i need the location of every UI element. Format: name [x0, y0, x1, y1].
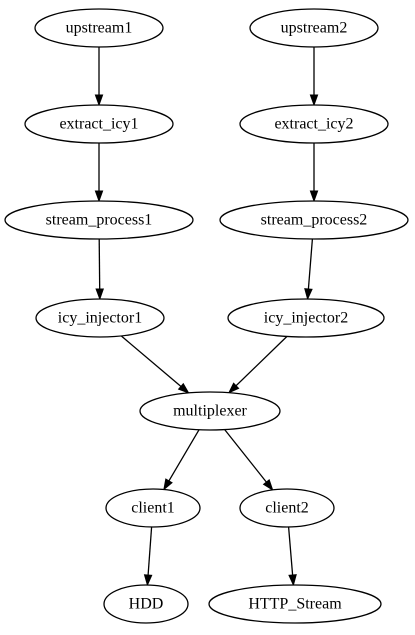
node-extract-icy2: extract_icy2 [239, 104, 389, 144]
node-label: upstream2 [281, 20, 348, 37]
node-label: upstream1 [66, 20, 133, 37]
node-hdd: HDD [103, 584, 189, 624]
node-label: extract_icy1 [59, 116, 138, 133]
edge-extract-icy2-to-stream-process2 [309, 143, 319, 203]
edge-stream-process1-to-icy-injector1 [95, 238, 105, 301]
edge-icy-injector2-to-multiplexer [227, 335, 288, 394]
edge-upstream2-to-extract-icy2 [309, 47, 319, 107]
node-ellipse [105, 488, 201, 528]
nodes-layer: upstream1 upstream2 extract_icy1 extract_ic… [4, 8, 409, 624]
node-ellipse [103, 584, 189, 624]
node-ellipse [34, 8, 164, 48]
edge-stream-process2-to-icy-injector2 [304, 238, 314, 301]
node-label: extract_icy2 [274, 116, 353, 133]
edge-client2-to-http-stream [287, 526, 297, 587]
node-upstream2: upstream2 [249, 8, 379, 48]
edge-upstream1-to-extract-icy1 [94, 47, 104, 107]
edge-icy-injector1-to-multiplexer [120, 335, 190, 394]
edge-line [307, 238, 314, 290]
arrowhead-icon [309, 94, 319, 107]
node-extract-icy1: extract_icy1 [24, 104, 174, 144]
node-ellipse [249, 8, 379, 48]
edge-line [168, 429, 200, 482]
arrowhead-icon [288, 574, 297, 587]
node-label: stream_process2 [261, 212, 368, 229]
edge-extract-icy1-to-stream-process1 [94, 143, 104, 203]
edge-multiplexer-to-client2 [224, 429, 274, 492]
node-icy-injector2: icy_injector2 [227, 298, 385, 338]
node-label: icy_injector1 [58, 310, 142, 327]
node-client1: client1 [105, 488, 201, 528]
node-http-stream: HTTP_Stream [208, 584, 382, 624]
edge-line [235, 335, 288, 387]
node-ellipse [139, 391, 281, 431]
arrowhead-icon [94, 190, 104, 203]
node-ellipse [219, 200, 409, 240]
arrowhead-icon [177, 382, 190, 394]
node-ellipse [208, 584, 382, 624]
node-label: HDD [129, 596, 164, 613]
edge-client1-to-hdd [143, 526, 153, 587]
edge-line [287, 526, 294, 576]
arrowhead-icon [95, 288, 105, 301]
edge-line [98, 238, 101, 290]
node-ellipse [227, 298, 385, 338]
node-multiplexer: multiplexer [139, 391, 281, 431]
edges-layer [94, 47, 319, 587]
arrowhead-icon [227, 382, 240, 394]
arrowhead-icon [262, 478, 274, 492]
edge-line [224, 429, 267, 483]
node-stream-process1: stream_process1 [4, 200, 194, 240]
arrowhead-icon [94, 94, 104, 107]
arrowhead-icon [143, 574, 153, 587]
node-label: multiplexer [173, 403, 247, 420]
node-ellipse [35, 298, 165, 338]
node-ellipse [24, 104, 174, 144]
node-icy-injector1: icy_injector1 [35, 298, 165, 338]
node-label: client1 [131, 500, 175, 517]
arrowhead-icon [309, 190, 319, 203]
node-label: icy_injector2 [264, 310, 348, 327]
node-upstream1: upstream1 [34, 8, 164, 48]
node-stream-process2: stream_process2 [219, 200, 409, 240]
edge-line [120, 335, 182, 387]
node-label: HTTP_Stream [248, 596, 342, 613]
node-ellipse [4, 200, 194, 240]
node-client2: client2 [239, 488, 335, 528]
edge-line [147, 526, 153, 576]
node-ellipse [239, 104, 389, 144]
node-label: client2 [265, 500, 309, 517]
arrowhead-icon [304, 288, 313, 301]
edge-multiplexer-to-client1 [163, 429, 200, 491]
arrowhead-icon [163, 478, 173, 491]
node-label: stream_process1 [46, 212, 153, 229]
node-ellipse [239, 488, 335, 528]
